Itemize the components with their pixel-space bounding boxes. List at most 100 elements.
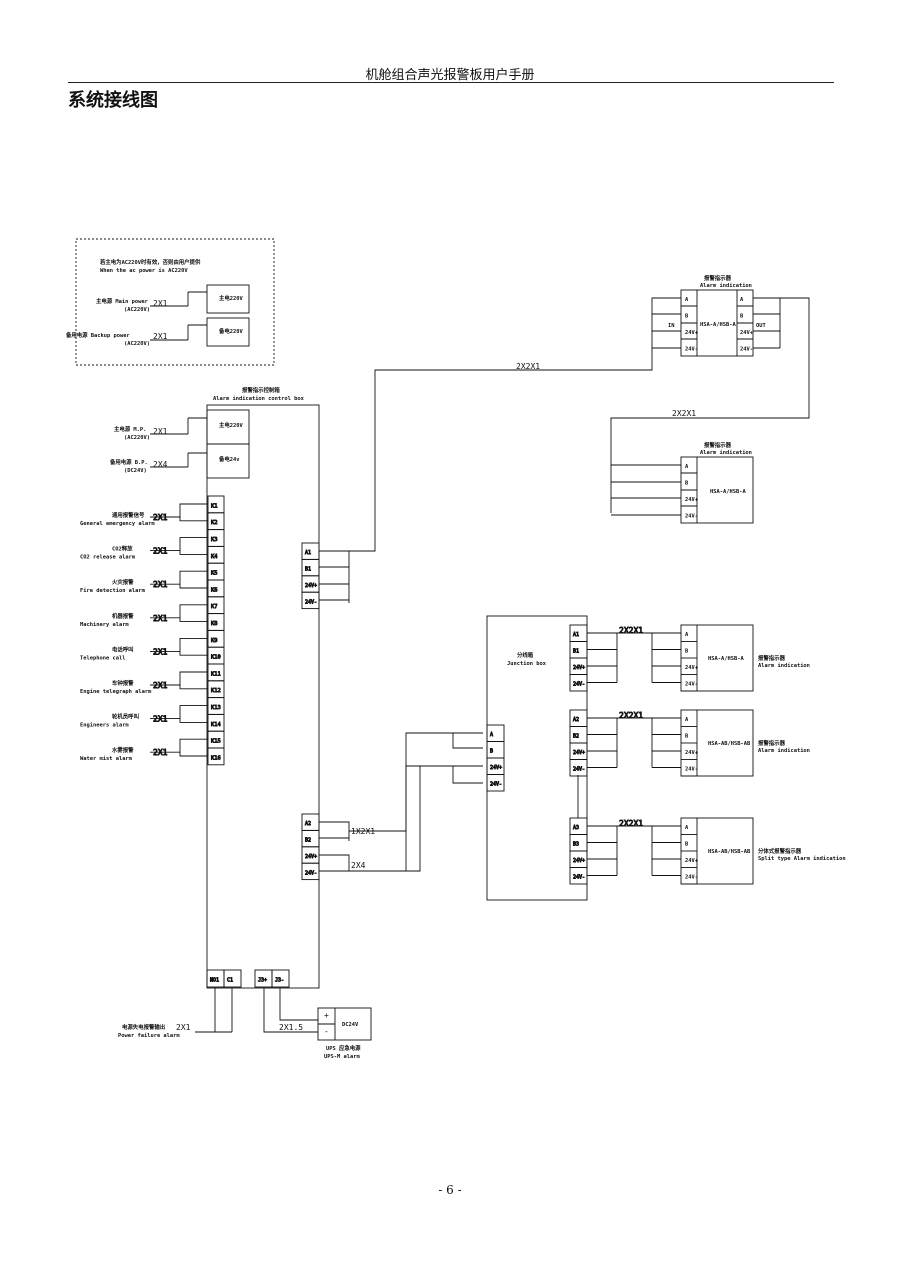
ind2-term-2: 24V+ — [685, 497, 699, 503]
indicator-4-term-0: A — [685, 717, 689, 723]
power-main-label: 主电源 Main power — [96, 297, 149, 305]
control-main-label: 主电源 M.P. — [114, 425, 146, 433]
ups-plus: + — [324, 1011, 329, 1020]
jb-group-0-label-3: 24V- — [573, 682, 585, 688]
jb-power-cable: 2X4 — [351, 861, 366, 870]
indicator-5-term-3: 24V- — [685, 875, 698, 881]
power-fail-cable: 2X1 — [176, 1023, 191, 1032]
k-terminal-label-4: K5 — [211, 571, 218, 577]
ind1-right-term-3: 24V- — [740, 347, 753, 353]
power-backup-sub: (AC220V) — [124, 341, 150, 347]
indicator-4-label-en: Alarm indication — [758, 748, 810, 754]
ups-cable: 2X1.5 — [279, 1023, 303, 1032]
top-bus-line — [349, 297, 681, 552]
branch-cable-0: 2X2X1 — [619, 626, 643, 635]
input-label-cn-7: 水雾报警 — [112, 746, 134, 754]
power-note-en: When the ac power is AC220V — [100, 268, 188, 274]
k-terminal-label-14: K15 — [211, 739, 221, 745]
control-title-en: Alarm indication control box — [213, 396, 305, 402]
bus1-terminal-label-0: A1 — [305, 550, 311, 556]
indicator-2-title-cn: 报警指示器 — [704, 441, 732, 449]
jb-group-2-label-1: B3 — [573, 842, 579, 848]
jb-group-1-label-3: 24V- — [573, 767, 585, 773]
input-wire-6 — [150, 705, 208, 723]
bottom-terminal-3-label-0: J3- — [275, 978, 284, 984]
jb-group-0-label-2: 24V+ — [573, 665, 585, 671]
power-backup-box-label: 备电220V — [218, 327, 244, 335]
power-main-cable: 2X1 — [153, 299, 168, 308]
branch-cable-1: 2X2X1 — [619, 711, 643, 720]
power-backup-box — [206, 317, 250, 347]
junction-title-cn: 分线箱 — [517, 651, 534, 659]
indicator-3-term-1: B — [685, 649, 689, 655]
indicator-2-model: HSA-A/HSB-A — [710, 489, 746, 495]
input-label-cn-3: 机器报警 — [112, 612, 134, 620]
indicator-4-term-2: 24V+ — [685, 750, 699, 756]
jb-group-1-label-2: 24V+ — [573, 750, 585, 756]
bus2-terminal-label-3: 24V- — [305, 870, 317, 876]
indicator-2-title-en: Alarm indication — [700, 450, 752, 456]
power-note-box — [75, 238, 275, 366]
k-terminal-label-2: K3 — [211, 537, 218, 543]
input-cable-3: 2X1 — [153, 614, 168, 623]
input-label-en-0: General emergency alarm — [80, 521, 155, 527]
ind1-left-term-1: B — [685, 314, 689, 320]
control-main-box-label: 主电220V — [219, 421, 244, 429]
ind1-left-term-3: 24V- — [685, 347, 698, 353]
indicator-5-term-0: A — [685, 825, 689, 831]
input-cable-6: 2X1 — [153, 715, 168, 724]
chain-cable: 2X2X1 — [672, 409, 696, 418]
page-title: 系统接线图 — [68, 90, 158, 111]
control-title-cn: 报警指示控制箱 — [242, 386, 280, 394]
input-wire-0 — [150, 503, 208, 522]
indicator-4-term-3: 24V- — [685, 767, 698, 773]
ups-label-en: UPS-M alarm — [324, 1054, 360, 1060]
input-wire-5 — [150, 671, 208, 690]
power-fail-en: Power failure alarm — [118, 1033, 180, 1039]
indicator-1-out: OUT — [756, 323, 766, 329]
junction-title-en: Junction box — [507, 661, 547, 667]
ind1-left-term-2: 24V+ — [685, 330, 699, 336]
power-main-box — [206, 284, 250, 314]
branch-wire-0 — [587, 632, 681, 683]
bus1-terminal-label-3: 24V- — [305, 599, 317, 605]
jb-group-1-label-0: A2 — [573, 717, 579, 723]
ups-minus: - — [324, 1027, 329, 1036]
ind1-right-term-0: A — [740, 297, 744, 303]
k-terminal-label-13: K14 — [211, 722, 221, 728]
k-terminal-label-0: K1 — [211, 503, 218, 509]
input-label-cn-1: CO2释放 — [112, 545, 133, 553]
control-main-cable: 2X1 — [153, 427, 168, 436]
power-main-box-label: 主电220V — [219, 294, 244, 302]
ind2-term-1: B — [685, 481, 689, 487]
control-backup-power-box — [206, 443, 250, 479]
k-terminal-label-5: K6 — [211, 587, 218, 593]
indicator-4-model: HSA-AB/HSB-AB — [708, 741, 751, 747]
power-note-cn: 若主电为AC220V时有效，否则由用户提供 — [100, 258, 201, 266]
k-terminal-label-9: K10 — [211, 655, 221, 661]
jb-group-1-label-1: B2 — [573, 734, 579, 740]
ind1-right-term-2: 24V+ — [740, 330, 754, 336]
input-label-en-5: Engine telegraph alarm — [80, 689, 152, 695]
jb-group-0-label-1: B1 — [573, 649, 579, 655]
top-bus-cable: 2X2X1 — [516, 362, 540, 371]
indicator-3-model: HSA-A/HSB-A — [708, 656, 744, 662]
bus2-terminal-label-0: A2 — [305, 821, 311, 827]
input-cable-2: 2X1 — [153, 580, 168, 589]
control-box — [206, 404, 320, 989]
jb-group-2-label-0: A3 — [573, 825, 579, 831]
input-label-en-2: Fire detection alarm — [80, 588, 146, 594]
input-label-en-4: Telephone call — [80, 655, 125, 661]
bus2-terminal-label-1: B2 — [305, 838, 311, 844]
ind1-left-term-0: A — [685, 297, 689, 303]
header-rule — [68, 82, 834, 83]
power-backup-label: 备用电源 Backup power — [65, 331, 131, 339]
input-cable-4: 2X1 — [153, 647, 168, 656]
power-fail-cn: 电源失电报警输出 — [122, 1023, 165, 1031]
k-terminal-label-6: K7 — [211, 604, 218, 610]
